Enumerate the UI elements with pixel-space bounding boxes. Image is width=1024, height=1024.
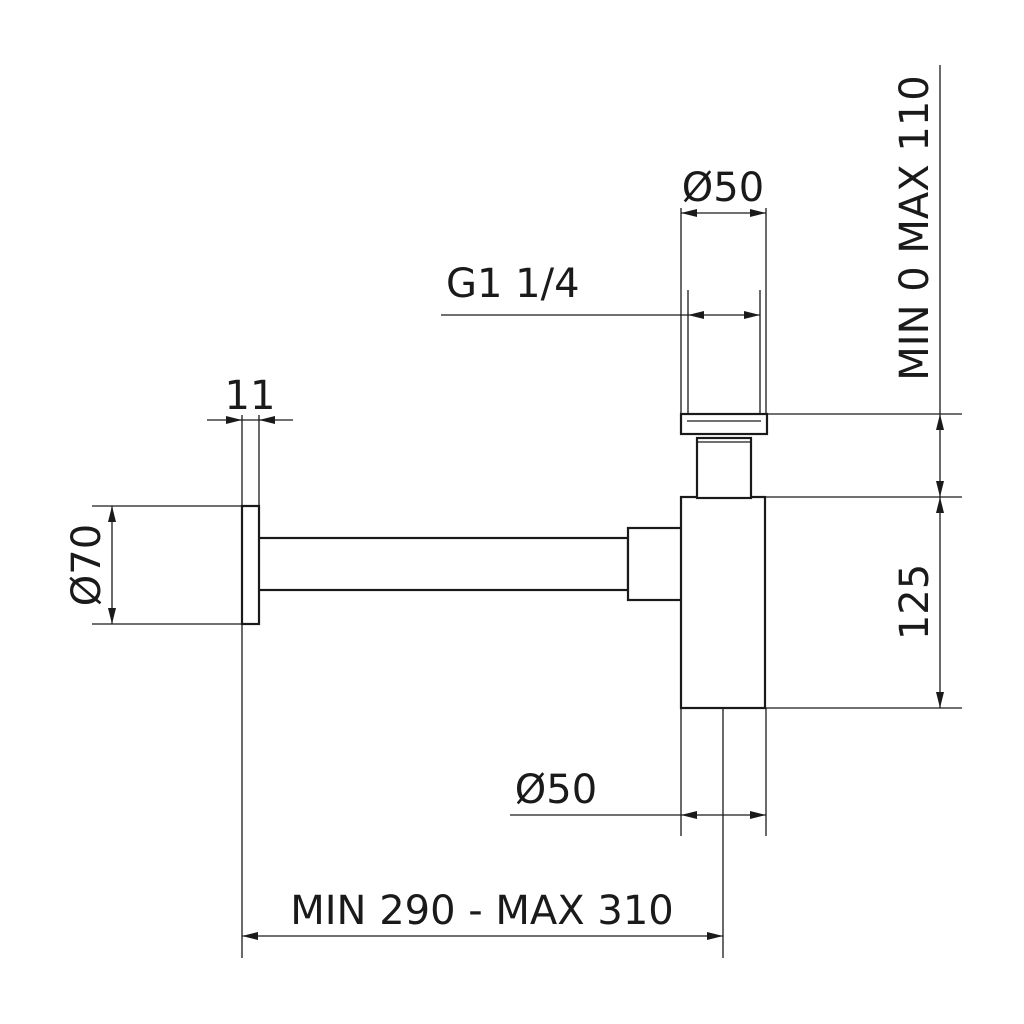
flange-diameter-label: Ø70: [64, 524, 110, 606]
siphon-body: [679, 495, 767, 710]
dimension-lines: [108, 209, 944, 940]
height-adjust-label: MIN 0 MAX 110: [892, 75, 938, 380]
thread-label: G1 1/4: [446, 261, 580, 307]
flange-thickness-label: 11: [225, 373, 276, 419]
siphon-parts: [240, 208, 769, 710]
body-height-label: 125: [892, 564, 938, 640]
siphon-neck: [695, 436, 753, 500]
threaded-nut: [679, 412, 769, 436]
outlet-diameter-label: Ø50: [515, 767, 597, 813]
extension-lines: [92, 65, 962, 958]
horizontal-pipe: [256, 536, 630, 592]
top-diameter-label: Ø50: [682, 165, 764, 211]
length-label: MIN 290 - MAX 310: [290, 888, 674, 934]
body-inlet-stub: [626, 526, 684, 602]
wall-flange: [240, 504, 261, 626]
